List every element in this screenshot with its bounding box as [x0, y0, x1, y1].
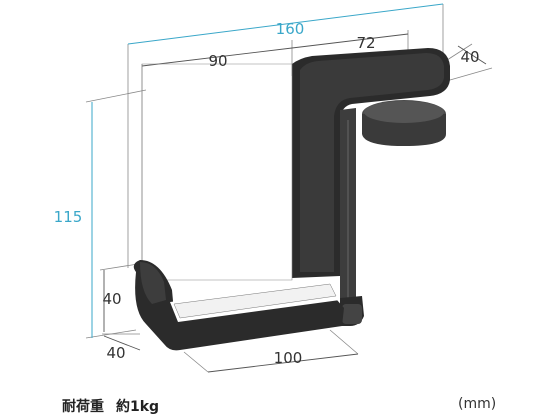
dim-line-90 [141, 47, 293, 67]
back-plate-outline [141, 63, 293, 281]
ext-line-left-100 [183, 351, 209, 373]
label-dim-160: 160 [276, 20, 305, 38]
label-dim-115: 115 [54, 208, 83, 226]
hook-lip [140, 262, 166, 304]
dim-line-160 [127, 3, 444, 45]
label-dim-72: 72 [356, 34, 375, 52]
clamp-arm-highlight [300, 53, 444, 272]
dim-line-100 [207, 353, 359, 373]
label-dim-90: 90 [208, 52, 227, 70]
dim-line-72 [291, 33, 409, 49]
label-dim-100: 100 [274, 349, 303, 367]
ext-line-right-100 [329, 329, 359, 355]
load-capacity-label: 耐荷重 [62, 399, 104, 415]
dim-line-40-depth [103, 335, 141, 351]
dim-line-40-clamp [457, 45, 487, 65]
hook-cradle-pad [173, 283, 337, 319]
clamp-disc-side [362, 114, 446, 146]
load-capacity-value: 約1kg [116, 399, 160, 415]
ext-line-top-40h [99, 263, 139, 271]
unit-label: (mm) [458, 396, 497, 412]
ext-line-top-115 [85, 89, 147, 103]
rotation-knob [342, 304, 362, 324]
headphone-hanger-product [133, 48, 450, 351]
clamp-disc-face [364, 101, 444, 123]
dimension-lines-blue [91, 3, 444, 338]
label-dim-40-height: 40 [102, 290, 121, 308]
label-dim-40-depth: 40 [106, 344, 125, 362]
label-dim-40-clamp: 40 [460, 48, 479, 66]
dimension-lines-dark [103, 33, 487, 373]
ext-line-clamp-a [443, 43, 473, 63]
ext-line-clamp-b [449, 67, 493, 81]
load-capacity: 耐荷重約1kg [62, 396, 171, 416]
